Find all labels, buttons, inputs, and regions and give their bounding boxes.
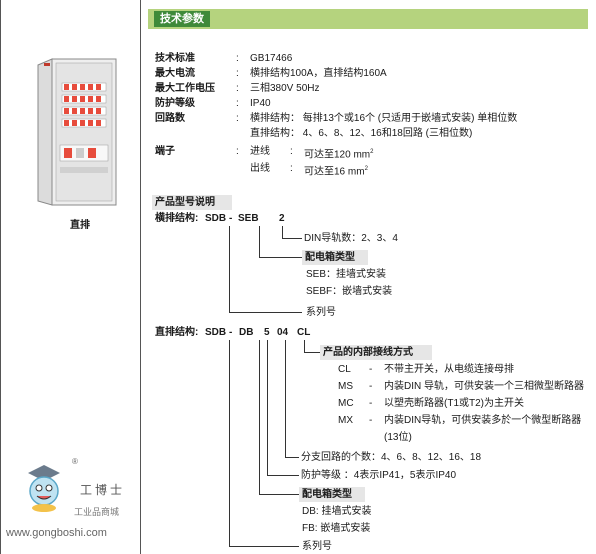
wiring-text: 内装DIN导轨，可供安装多於一个微型断路器: [384, 415, 582, 426]
label-bg: [302, 250, 368, 265]
spec-label: 回路数: [155, 113, 185, 124]
wiring-dash: -: [369, 364, 373, 375]
horizontal-box-type: SEB：挂墙式安装: [306, 269, 387, 280]
wiring-code: MS: [338, 381, 353, 392]
spec-label: 技术标准: [155, 53, 195, 64]
left-border: [0, 0, 1, 554]
horizontal-code-dash: -: [229, 213, 233, 224]
connector-line: [304, 352, 320, 353]
vertical-code-db: DB: [239, 327, 254, 338]
horizontal-code-seb: SEB: [238, 213, 259, 224]
terminal-out-name: 出线: [250, 163, 270, 174]
wiring-dash: -: [369, 381, 373, 392]
vertical-code-sdb: SDB: [205, 327, 227, 338]
spec-value: GB17466: [250, 53, 293, 64]
connector-line: [285, 457, 299, 458]
brand-name: 工博士: [80, 483, 126, 497]
connector-line: [259, 494, 299, 495]
vertical-series: 系列号: [302, 541, 332, 552]
brand-url: www.gongboshi.com: [6, 527, 107, 539]
vertical-box-type: FB: 嵌墙式安装: [302, 523, 371, 534]
connector-line: [267, 475, 299, 476]
spec-label: 最大工作电压: [155, 83, 215, 94]
din-rails-text: DIN导轨数：2、3、4: [304, 233, 398, 244]
spec-sep: :: [236, 68, 239, 79]
horizontal-box-type-title: 配电箱类型: [305, 252, 355, 263]
vertical-box-type-title: 配电箱类型: [302, 489, 352, 500]
label-bg: [320, 345, 432, 360]
vertical-box-type: DB: 挂墙式安装: [302, 506, 372, 517]
connector-line: [229, 340, 230, 547]
watermark-logo: ® 工博士 工业品商城 www.gongboshi.com: [6, 455, 138, 545]
connector-line: [259, 257, 302, 258]
connector-line: [282, 226, 283, 239]
spec-label: 最大电流: [155, 68, 195, 79]
wiring-note: (13位): [384, 432, 412, 443]
brand-tagline: 工业品商城: [74, 507, 120, 517]
spec-sep: :: [236, 53, 239, 64]
label-bg: [299, 487, 365, 502]
terminal-in-name: 进线: [250, 146, 270, 157]
spec-value: 横排结构： 每排13个或16个 (只适用于嵌墙式安装) 单相位数: [250, 113, 518, 124]
connector-line: [259, 340, 260, 495]
vertical-code-circuits: 04: [277, 327, 289, 338]
connector-line: [304, 340, 305, 353]
connector-line: [259, 226, 260, 258]
horizontal-box-type: SEBF：嵌墙式安装: [306, 286, 393, 297]
distribution-box-image: [37, 58, 117, 206]
spec-sep: :: [236, 146, 239, 157]
connector-line: [229, 312, 302, 313]
spec-value: 三相380V 50Hz: [250, 83, 320, 94]
terminal-in-value: 可达至120 mm2: [304, 149, 374, 161]
vertical-prefix: 直排结构:: [155, 327, 199, 338]
wiring-code: CL: [338, 364, 351, 375]
terminal-out-value: 可达至16 mm2: [304, 166, 368, 178]
wiring-dash: -: [369, 415, 373, 426]
model-title: 产品型号说明: [155, 197, 215, 208]
wiring-text: 不带主开关，从电缆连接母排: [384, 364, 514, 375]
connector-line: [229, 226, 230, 313]
section-banner: 技术参数: [148, 9, 588, 29]
registered-mark: ®: [72, 457, 78, 466]
protection-level: 防护等级 ：4表示IP41，5表示IP40: [301, 470, 457, 481]
vertical-code-wiring: CL: [297, 327, 311, 338]
wiring-text: 内装DIN 导轨，可供安装一个三相微型断路器: [384, 381, 584, 392]
horizontal-prefix: 横排结构:: [155, 213, 199, 224]
horizontal-series: 系列号: [306, 307, 336, 318]
wiring-text: 以塑壳断路器(T1或T2)为主开关: [384, 398, 524, 409]
vertical-code-dash: -: [229, 327, 233, 338]
vertical-code-protection: 5: [264, 327, 270, 338]
terminal-out-sep: :: [290, 163, 293, 174]
product-caption: 直排: [70, 220, 90, 231]
spec-sep: :: [236, 83, 239, 94]
connector-line: [267, 340, 268, 476]
spec-value: IP40: [250, 98, 271, 109]
connector-line: [285, 340, 286, 458]
column-divider: [140, 0, 141, 554]
spec-sep: :: [236, 113, 239, 124]
horizontal-code-rails: 2: [279, 213, 285, 224]
spec-value: 横排结构100A，直排结构160A: [250, 68, 387, 79]
wiring-dash: -: [369, 398, 373, 409]
model-title-bg: [152, 195, 232, 210]
section-title: 技术参数: [154, 11, 210, 27]
connector-line: [229, 546, 299, 547]
wiring-code: MX: [338, 415, 353, 426]
spec-sep: :: [236, 98, 239, 109]
branch-circuits: 分支回路的个数：4、6、8、12、16、18: [301, 452, 482, 463]
spec-label: 防护等级: [155, 98, 195, 109]
wiring-title: 产品的内部接线方式: [323, 347, 413, 358]
spec-value-line2: 直排结构： 4、6、8、12、16和18回路 (三相位数): [250, 128, 473, 139]
connector-line: [282, 238, 302, 239]
terminal-in-sep: :: [290, 146, 293, 157]
wiring-code: MC: [338, 398, 354, 409]
terminal-label: 端子: [155, 146, 175, 157]
horizontal-code-sdb: SDB: [205, 213, 227, 224]
mascot-icon: [28, 465, 60, 512]
